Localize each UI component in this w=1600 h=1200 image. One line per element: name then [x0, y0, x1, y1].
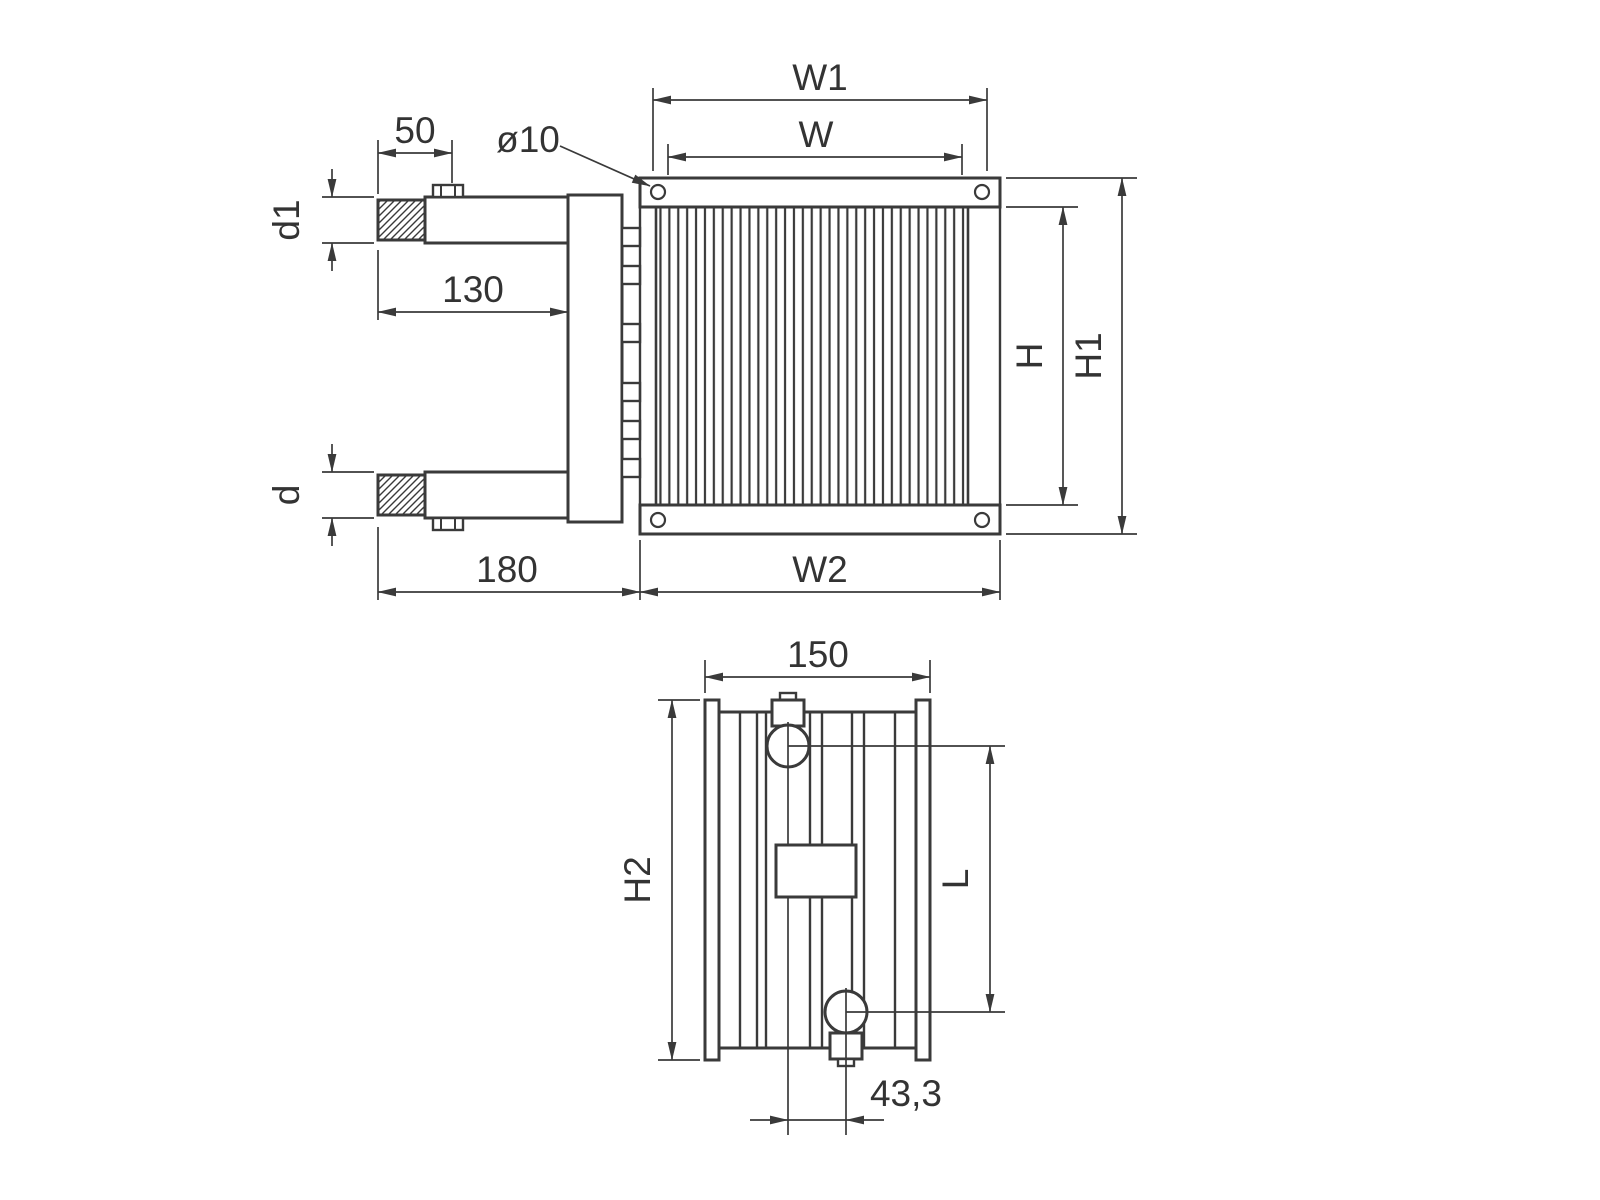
dim-label-w1: W1	[792, 57, 848, 98]
junction-box	[774, 843, 858, 899]
mounting-hole	[649, 183, 667, 201]
dim-label-d: d	[266, 485, 307, 506]
dimension-h1: H1	[1006, 177, 1137, 535]
dim-label-130: 130	[442, 269, 504, 310]
dim-label-hole-diameter: ø10	[496, 119, 560, 160]
pipe-body	[423, 470, 570, 520]
dimension-w2: W2	[639, 540, 1001, 600]
tube-stub	[620, 226, 642, 248]
dim-label-w: W	[799, 114, 834, 155]
front-view-drawing: 50 d1 130 d 180	[266, 57, 1137, 600]
mounting-hole	[973, 183, 991, 201]
header-plate	[566, 193, 624, 524]
dimension-h: H	[1006, 206, 1078, 506]
pipe-collar	[431, 516, 465, 532]
dimension-h2: H2	[617, 699, 700, 1061]
callout-hole-diameter: ø10	[496, 119, 651, 187]
dim-label-150: 150	[787, 634, 849, 675]
dimension-w1: W1	[652, 57, 988, 171]
tube-stub	[620, 381, 642, 403]
tube-stub	[620, 457, 642, 479]
tube-stub	[620, 419, 642, 441]
threaded-end	[376, 198, 427, 242]
dim-label-h2: H2	[617, 856, 658, 903]
dimension-d: d	[266, 444, 374, 546]
mounting-hole	[649, 511, 667, 529]
supply-pipe	[376, 183, 570, 245]
tube-stub	[620, 322, 642, 344]
mounting-hole	[973, 511, 991, 529]
left-flange-edge	[703, 698, 721, 1062]
dim-label-w2: W2	[792, 549, 848, 590]
pipe-body	[423, 195, 570, 245]
threaded-end	[376, 473, 427, 517]
dimension-150: 150	[704, 634, 931, 693]
dim-label-50: 50	[394, 110, 435, 151]
dim-label-43-3: 43,3	[870, 1073, 942, 1114]
dimension-pipe-offset: 130	[377, 250, 569, 320]
dim-label-l: L	[935, 869, 976, 890]
dimension-thread-length: 50	[377, 110, 453, 194]
header-manifold	[566, 193, 642, 524]
bottom-flange-plate	[638, 503, 1002, 536]
dimension-d1: d1	[266, 169, 374, 271]
dim-label-h1: H1	[1068, 332, 1109, 379]
tube-stub	[620, 264, 642, 286]
dimension-l: L	[788, 745, 1005, 1013]
dimension-depth: 180	[377, 527, 641, 600]
heater-casing	[638, 176, 1002, 536]
casing-profile	[703, 698, 932, 1062]
port-fitting	[770, 698, 806, 728]
fin-pack	[654, 205, 970, 507]
dim-label-h: H	[1009, 343, 1050, 370]
dimension-pipe-stagger: 43,3	[750, 722, 942, 1135]
top-flange-plate	[638, 176, 1002, 209]
pipe-collar	[431, 183, 465, 199]
right-flange-edge	[914, 698, 932, 1062]
dimension-w: W	[667, 114, 963, 175]
dim-label-180: 180	[476, 549, 538, 590]
return-pipe	[376, 470, 570, 532]
dim-label-d1: d1	[266, 199, 307, 240]
side-view-drawing: 150 H2 L 43,3	[617, 634, 1005, 1135]
